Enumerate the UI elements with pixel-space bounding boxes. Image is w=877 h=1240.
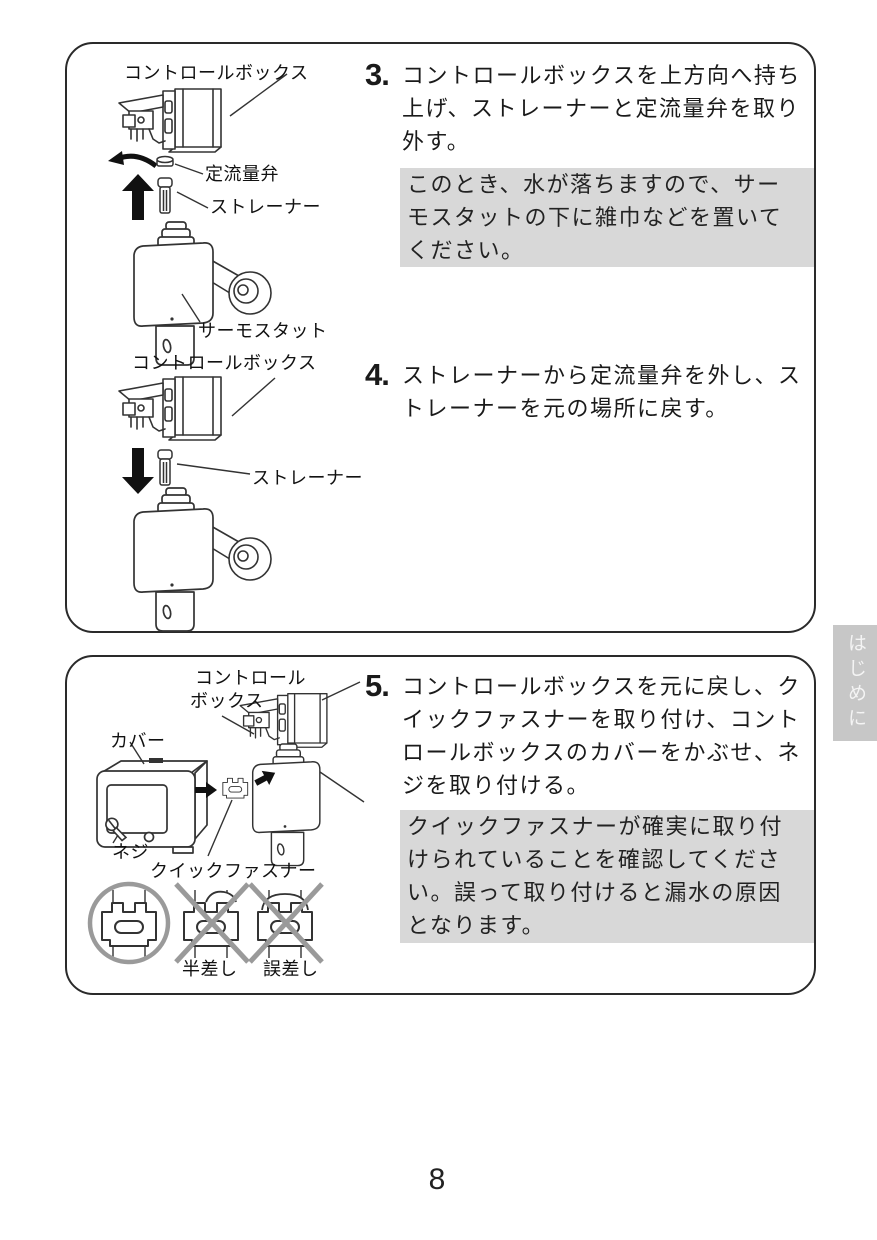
label-control-box-line1: コントロール bbox=[195, 668, 306, 688]
chapter-tab-hajimeni: はじめに bbox=[833, 625, 877, 741]
flow-valve-drawing bbox=[156, 155, 174, 167]
x-mark-icon bbox=[174, 882, 250, 964]
page-number: 8 bbox=[428, 1163, 446, 1196]
step-3: 3. コントロールボックスを上方向へ持ち 上げ、ストレーナーと定流量弁を取り 外… bbox=[365, 58, 801, 158]
correct-circle-icon bbox=[87, 881, 171, 965]
step-5-number: 5. bbox=[365, 668, 390, 703]
label-thermostat: サーモスタット bbox=[198, 321, 328, 341]
label-flow-valve: 定流量弁 bbox=[205, 164, 279, 184]
diagram-reassemble-cover bbox=[87, 681, 365, 965]
diagram-remove-strainer-valve bbox=[82, 73, 288, 366]
leader-line bbox=[231, 377, 276, 417]
leader-line bbox=[207, 799, 233, 857]
quick-fastener-drawing bbox=[222, 777, 249, 799]
pipe-lines bbox=[319, 681, 365, 803]
instruction-panel-steps-3-4: コントロールボックス 定流量弁 ストレーナー サーモスタット コントロールボック… bbox=[65, 42, 816, 633]
strainer-drawing bbox=[157, 177, 173, 214]
thermostat-drawing bbox=[133, 487, 272, 632]
thermostat-drawing bbox=[133, 221, 272, 366]
strainer-drawing bbox=[157, 449, 173, 486]
step-4-number: 4. bbox=[365, 357, 390, 392]
screw-drawing bbox=[105, 817, 128, 842]
label-control-box-line2: ボックス bbox=[190, 691, 264, 711]
down-arrow-icon bbox=[122, 448, 154, 494]
leader-line bbox=[129, 741, 145, 765]
label-control-box: コントロールボックス bbox=[132, 353, 317, 373]
label-cover: カバー bbox=[110, 731, 166, 751]
curved-arrow-icon bbox=[108, 151, 156, 166]
cover-drawing bbox=[96, 758, 208, 854]
step-4-text: ストレーナーから定流量弁を外し、ス トレーナーを元の場所に戻す。 bbox=[402, 363, 802, 421]
leader-line bbox=[112, 834, 119, 844]
fastener-half-inserted-icon bbox=[183, 890, 239, 958]
fastener-correct-icon bbox=[101, 890, 157, 958]
control-box-drawing bbox=[118, 88, 222, 153]
leader-line bbox=[174, 163, 204, 175]
control-box-drawing bbox=[118, 376, 222, 441]
label-strainer: ストレーナー bbox=[210, 197, 321, 217]
diagram-return-strainer bbox=[118, 376, 276, 632]
leader-line bbox=[176, 191, 209, 209]
step-3-text: コントロールボックスを上方向へ持ち 上げ、ストレーナーと定流量弁を取り 外す。 bbox=[402, 63, 801, 154]
up-arrow-icon bbox=[122, 174, 154, 220]
label-quick-fastener: クイックファスナー bbox=[150, 861, 317, 881]
label-control-box: コントロールボックス bbox=[124, 63, 309, 83]
caution-note-fastener: クイックファスナーが確実に取り付 けられていることを確認してくださ い。誤って取… bbox=[400, 810, 814, 943]
label-half-inserted: 半差し bbox=[182, 959, 238, 979]
x-mark-icon bbox=[248, 882, 324, 964]
step-3-number: 3. bbox=[365, 57, 390, 92]
caution-note-water-drip: このとき、水が落ちますので、サー モスタットの下に雑巾などを置いて ください。 bbox=[400, 168, 814, 267]
step-5: 5. コントロールボックスを元に戻し、ク イックファスナーを取り付け、コント ロ… bbox=[365, 669, 801, 802]
leader-line bbox=[229, 73, 288, 117]
label-strainer: ストレーナー bbox=[252, 468, 363, 488]
label-screw: ネジ bbox=[112, 842, 149, 862]
instruction-panel-step-5: コントロール ボックス カバー ネジ クイックファスナー 半差し 誤差し 5. … bbox=[65, 655, 816, 995]
leader-line bbox=[176, 463, 251, 475]
step-5-text: コントロールボックスを元に戻し、ク イックファスナーを取り付け、コント ロールボ… bbox=[402, 674, 801, 798]
step-4: 4. ストレーナーから定流量弁を外し、ス トレーナーを元の場所に戻す。 bbox=[365, 358, 802, 425]
leader-line bbox=[181, 293, 201, 323]
label-wrong-inserted: 誤差し bbox=[263, 959, 319, 979]
thermostat-drawing bbox=[251, 743, 321, 867]
leader-line bbox=[221, 715, 255, 735]
